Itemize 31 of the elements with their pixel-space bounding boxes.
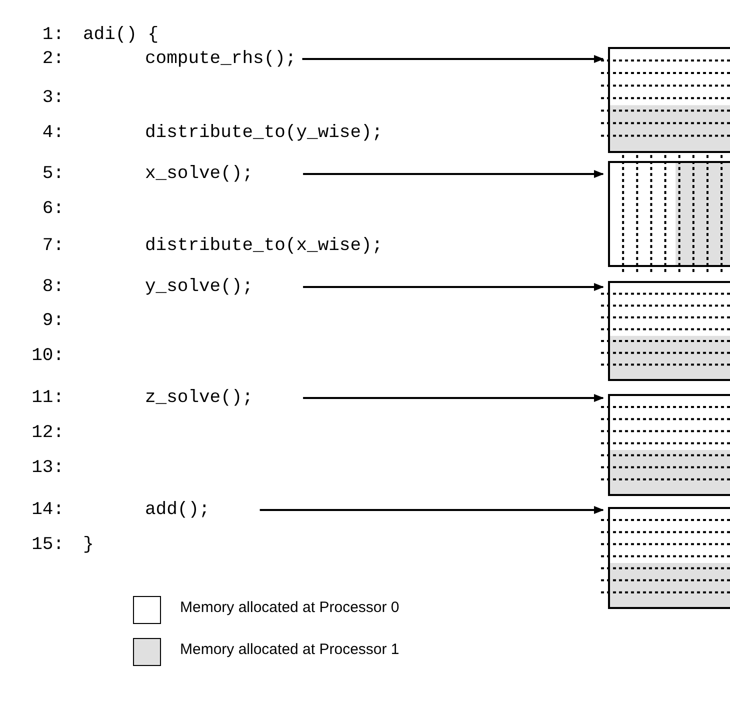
code-line: }: [83, 534, 94, 556]
arrow: [303, 170, 604, 178]
line-number: 3:: [41, 87, 64, 109]
line-number: 12:: [30, 422, 64, 444]
line-number: 11:: [30, 387, 64, 409]
line-number: 4:: [41, 122, 64, 144]
code-statement: z_solve();: [145, 387, 254, 409]
line-number: 6:: [41, 198, 64, 220]
line-number: 2:: [41, 48, 64, 70]
arrow: [260, 506, 604, 514]
line-number: 9:: [41, 310, 64, 332]
code-statement: add();: [145, 499, 210, 521]
code-line: distribute_to(y_wise);: [145, 122, 383, 144]
legend-text: Memory allocated at Processor 0: [180, 599, 400, 616]
line-number: 8:: [41, 276, 64, 298]
line-number: 13:: [30, 457, 64, 479]
line-number: 10:: [30, 345, 64, 367]
code-line: distribute_to(x_wise);: [145, 235, 383, 257]
code-statement: compute_rhs();: [145, 48, 296, 70]
code-line: adi() {: [83, 24, 159, 46]
code-statement: x_solve();: [145, 163, 254, 185]
line-number: 14:: [30, 499, 64, 521]
line-number: 7:: [41, 235, 64, 257]
legend-text: Memory allocated at Processor 1: [180, 641, 400, 658]
line-number: 15:: [30, 534, 64, 556]
code-statement: y_solve();: [145, 276, 254, 298]
line-number: 5:: [41, 163, 64, 185]
arrow: [303, 394, 604, 402]
arrow: [302, 55, 604, 63]
line-number: 1:: [41, 24, 64, 46]
arrow: [303, 283, 604, 291]
